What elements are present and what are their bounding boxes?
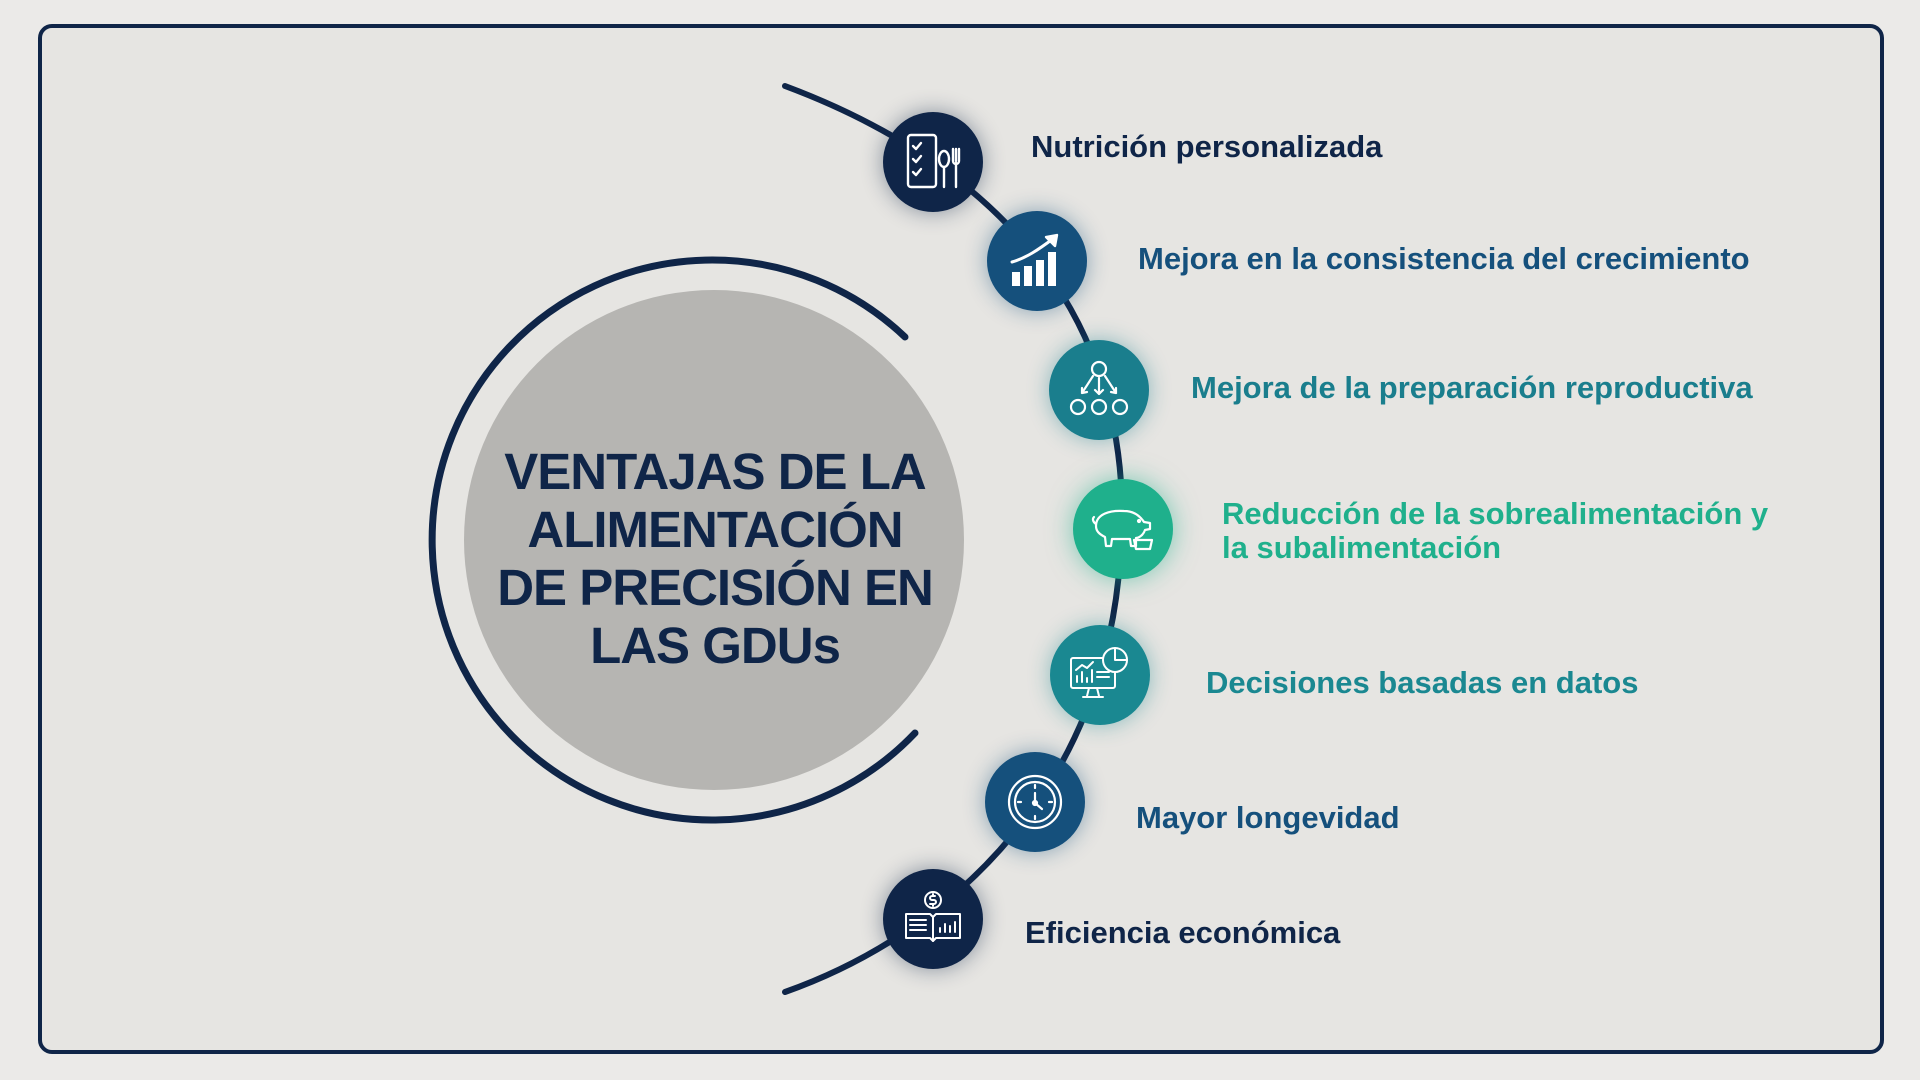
nutrition-checklist-icon: [906, 133, 961, 189]
center-title-line-1: VENTAJAS DE LA: [504, 443, 926, 500]
benefit-label-feeding: Reducción de la sobrealimentación y la s…: [1222, 497, 1768, 565]
pig-feeder-icon: [1091, 509, 1154, 551]
benefit-node-growth: [987, 211, 1087, 311]
benefit-node-economic: [883, 869, 983, 969]
benefit-node-reproductive: [1049, 340, 1149, 440]
center-circle: [464, 290, 964, 790]
center-ring-arc: [428, 256, 919, 824]
finance-book-icon: [905, 891, 961, 942]
benefit-label-nutrition: Nutrición personalizada: [1031, 129, 1383, 164]
benefit-label-growth: Mejora en la consistencia del crecimient…: [1138, 241, 1750, 276]
growth-chart-icon: [1010, 233, 1059, 286]
center-title-line-2: ALIMENTACIÓN: [527, 501, 903, 558]
hierarchy-nodes-icon: [1069, 360, 1129, 416]
clock-icon: [1007, 774, 1063, 830]
benefit-label-feeding-line-2: la subalimentación: [1222, 530, 1502, 565]
benefit-node-feeding: [1073, 479, 1173, 579]
benefit-label-data: Decisiones basadas en datos: [1206, 665, 1639, 700]
benefit-label-economic: Eficiencia económica: [1025, 915, 1341, 950]
center-title-line-3: DE PRECISIÓN EN: [497, 559, 934, 616]
center-title-line-4: LAS GDUs: [590, 617, 841, 674]
benefit-label-reproductive: Mejora de la preparación reproductiva: [1191, 370, 1753, 405]
benefit-label-longevity: Mayor longevidad: [1136, 800, 1400, 835]
benefit-label-feeding-line-1: Reducción de la sobrealimentación y: [1222, 496, 1769, 531]
benefit-node-nutrition: [883, 112, 983, 212]
benefit-node-data: [1050, 625, 1150, 725]
benefit-node-longevity: [985, 752, 1085, 852]
data-dashboard-icon: [1070, 647, 1128, 698]
center-title: VENTAJAS DE LA ALIMENTACIÓN DE PRECISIÓN…: [465, 443, 965, 675]
